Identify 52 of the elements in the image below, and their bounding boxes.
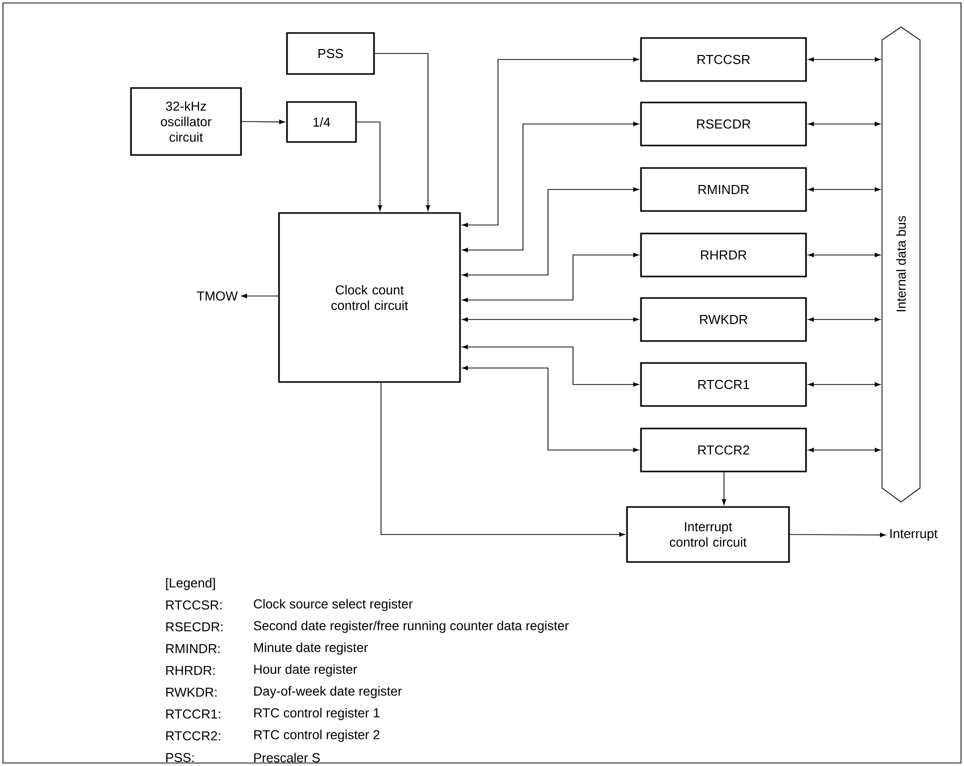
arrow bbox=[462, 252, 639, 302]
block-box: RTCCR2 bbox=[640, 428, 807, 472]
legend-definition: Second date register/free running counter data register bbox=[254, 620, 569, 633]
arrow bbox=[462, 344, 639, 387]
legend-definition: RTC control register 1 bbox=[254, 708, 380, 720]
legend-definition: Minute date register bbox=[254, 642, 368, 655]
arrow bbox=[808, 187, 880, 192]
legend-term: RWKDR: bbox=[166, 688, 216, 697]
legend-definition: RTC control register 2 bbox=[254, 730, 380, 742]
block-box: RSECDR bbox=[640, 102, 807, 146]
legend-term: RTCCR1: bbox=[166, 709, 220, 719]
block-box: Clock count control circuit bbox=[278, 212, 461, 383]
legend-term: RSECDR: bbox=[166, 622, 223, 632]
legend-heading: [Legend] bbox=[166, 578, 215, 590]
legend-definition: Hour date register bbox=[254, 664, 357, 676]
arrow bbox=[462, 317, 639, 322]
legend-definition: Prescaler S bbox=[254, 752, 320, 762]
arrow bbox=[808, 382, 880, 387]
arrow bbox=[462, 122, 639, 252]
arrow bbox=[808, 448, 880, 452]
signal-label: Interrupt bbox=[890, 529, 938, 541]
arrow bbox=[808, 122, 880, 126]
arrow bbox=[462, 366, 639, 452]
legend-definition: Clock source select register bbox=[254, 598, 413, 612]
block-box: RTCCR1 bbox=[640, 362, 807, 407]
arrow bbox=[808, 317, 880, 322]
legend-term: RTCCSR: bbox=[166, 600, 222, 610]
arrow bbox=[374, 53, 430, 211]
block-box: 1/4 bbox=[286, 101, 357, 143]
block-box: 32-kHz oscillator circuit bbox=[130, 87, 242, 156]
legend-term: RHRDR: bbox=[166, 666, 215, 675]
block-box: RTCCSR bbox=[640, 37, 807, 82]
arrow bbox=[808, 57, 880, 62]
legend-term: PSS: bbox=[166, 753, 194, 762]
arrow bbox=[241, 294, 279, 298]
legend-definition: Day-of-week date register bbox=[254, 686, 402, 698]
block-box: RHRDR bbox=[640, 232, 807, 278]
signal-label: TMOW bbox=[196, 291, 238, 301]
block-box: RWKDR bbox=[640, 297, 807, 342]
block-box: PSS bbox=[286, 32, 375, 75]
legend-term: RMINDR: bbox=[166, 644, 220, 654]
block-box: RMINDR bbox=[640, 167, 807, 212]
legend-term: RTCCR2: bbox=[166, 731, 220, 740]
arrow bbox=[462, 187, 639, 278]
arrow bbox=[241, 120, 285, 124]
block-box: Interrupt control circuit bbox=[626, 506, 790, 563]
arrow bbox=[789, 532, 886, 538]
arrow bbox=[722, 472, 726, 505]
arrow bbox=[808, 252, 880, 258]
arrow bbox=[380, 382, 625, 537]
arrow bbox=[462, 57, 639, 228]
arrow bbox=[356, 122, 382, 211]
